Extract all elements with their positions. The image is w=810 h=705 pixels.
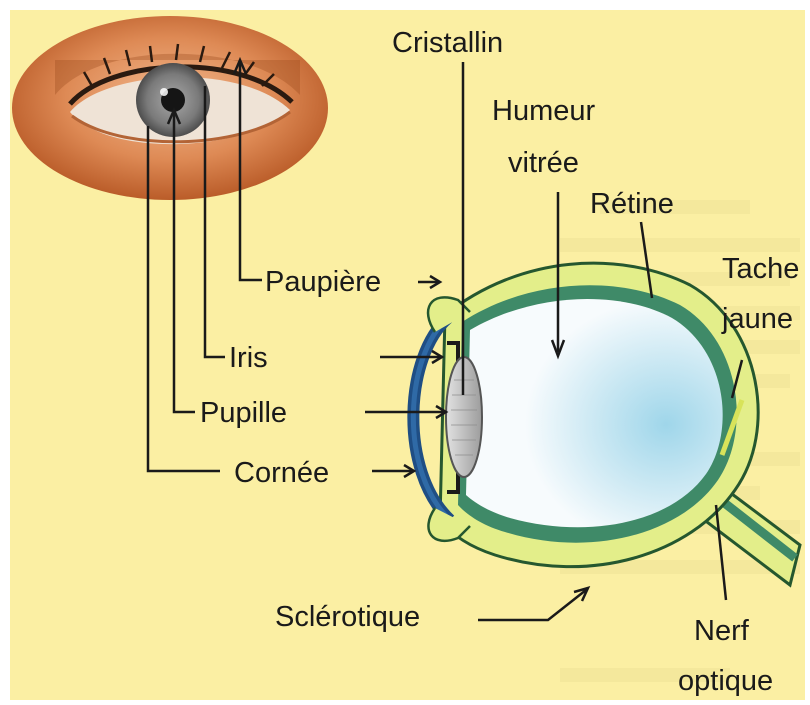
label-humeur-line1: Humeur — [492, 95, 595, 127]
label-nerf-line2: optique — [678, 665, 773, 697]
label-pupille: Pupille — [200, 397, 287, 429]
label-sclerotique: Sclérotique — [275, 601, 420, 633]
label-nerf-line1: Nerf — [694, 615, 750, 647]
label-humeur-line2: vitrée — [508, 147, 579, 179]
label-cornee: Cornée — [234, 457, 329, 489]
label-paupiere: Paupière — [265, 266, 381, 298]
external-eye-illustration — [12, 16, 328, 200]
vitreous-humor — [466, 299, 723, 527]
label-retine: Rétine — [590, 188, 674, 220]
label-tache-line2: jaune — [721, 303, 793, 335]
label-cristallin: Cristallin — [392, 27, 503, 59]
label-iris: Iris — [229, 342, 268, 374]
label-tache-line1: Tache — [722, 253, 799, 285]
